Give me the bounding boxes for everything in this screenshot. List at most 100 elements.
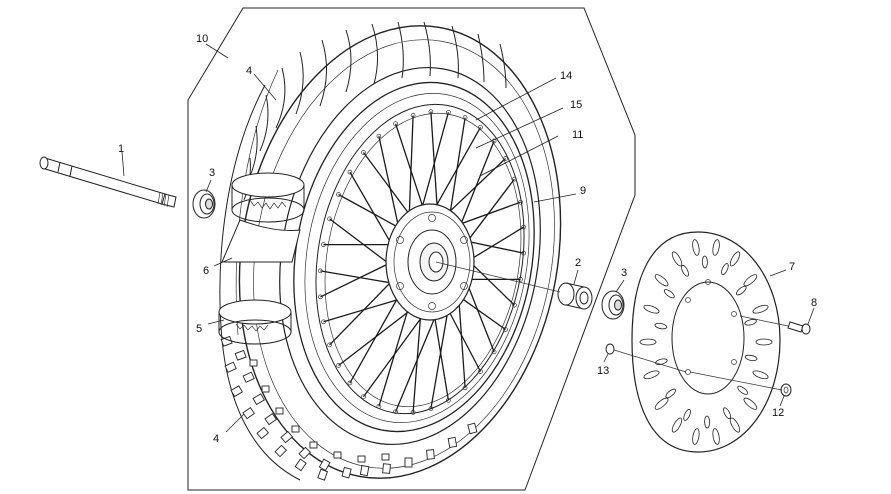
spoke-nipple bbox=[446, 109, 451, 115]
disc-slot bbox=[752, 370, 769, 380]
callout-2: 2 bbox=[575, 257, 581, 269]
spoke-nipple bbox=[318, 294, 323, 300]
disc-slot bbox=[743, 274, 758, 287]
tube-strip bbox=[221, 219, 301, 263]
disc-slot bbox=[752, 304, 769, 314]
disc-slot bbox=[729, 417, 741, 433]
callout-13: 13 bbox=[597, 365, 609, 377]
spoke-nipple bbox=[327, 216, 332, 222]
callout-14: 14 bbox=[560, 70, 572, 82]
disc-slot bbox=[744, 354, 758, 362]
bearing-right bbox=[601, 290, 625, 320]
street-tread bbox=[243, 21, 507, 201]
disc-slot bbox=[654, 397, 669, 410]
spoke-nipple bbox=[361, 394, 366, 400]
spoke-nipple bbox=[336, 192, 341, 197]
spoke-nipple bbox=[503, 327, 508, 332]
disc-slot bbox=[712, 428, 720, 445]
spoke-nipple bbox=[410, 113, 416, 118]
axle bbox=[39, 156, 177, 208]
spoke-nipple bbox=[521, 224, 526, 230]
spoke-nipple bbox=[376, 133, 382, 139]
spoke bbox=[349, 284, 406, 384]
spoke-nipple bbox=[393, 121, 398, 127]
disc-slot bbox=[663, 289, 675, 299]
spoke-nipple bbox=[347, 380, 353, 386]
spoke-nipple bbox=[428, 109, 434, 114]
disc-slot bbox=[671, 251, 683, 267]
leader-lines bbox=[121, 43, 815, 433]
disc-slot bbox=[665, 388, 676, 399]
disc-slot bbox=[683, 408, 691, 421]
spoke-nipple bbox=[503, 156, 508, 161]
spoke-nipple bbox=[446, 397, 451, 403]
spoke-nipple bbox=[512, 302, 517, 308]
disc-slot bbox=[655, 358, 668, 365]
rim-band-lower bbox=[218, 299, 292, 345]
callout-15: 15 bbox=[570, 99, 582, 111]
knobby-tread bbox=[220, 335, 478, 481]
spoke-nipple bbox=[512, 176, 517, 182]
callout-12: 12 bbox=[772, 407, 784, 419]
disc-slot bbox=[692, 428, 700, 445]
disc-slot bbox=[743, 397, 758, 410]
callout-4-lower: 4 bbox=[213, 433, 219, 445]
spoke-nipple bbox=[321, 242, 326, 247]
rim-band-upper bbox=[231, 172, 305, 223]
callout-5: 5 bbox=[196, 323, 202, 335]
callout-1: 1 bbox=[118, 143, 124, 155]
disc-nut bbox=[780, 383, 792, 397]
spoke-nipple bbox=[521, 250, 526, 256]
disc-slot bbox=[671, 417, 683, 433]
spoke-nipple bbox=[410, 410, 416, 415]
spoke-nipple bbox=[361, 150, 366, 155]
callout-9: 9 bbox=[580, 185, 586, 197]
disc-slot bbox=[723, 407, 731, 420]
spoke-nipple bbox=[321, 319, 326, 325]
spoke-nipple bbox=[428, 406, 434, 411]
spoke-nipple bbox=[462, 115, 468, 120]
callout-3-right: 3 bbox=[621, 267, 627, 279]
spoke-nipple bbox=[393, 409, 398, 415]
spoke-nipple bbox=[518, 277, 523, 282]
spoke-nipple bbox=[518, 199, 523, 205]
tyre bbox=[219, 21, 562, 481]
callout-10: 10 bbox=[196, 33, 208, 45]
disc-washer bbox=[605, 343, 615, 355]
disc-slot bbox=[692, 239, 700, 256]
spoke-nipple bbox=[327, 342, 332, 348]
brake-disc bbox=[631, 231, 781, 453]
disc-slot bbox=[701, 255, 708, 269]
callout-3-left: 3 bbox=[209, 167, 215, 179]
callout-11: 11 bbox=[572, 129, 583, 141]
disc-slot bbox=[654, 322, 668, 330]
disc-slot bbox=[744, 319, 757, 326]
disc-slot bbox=[712, 239, 720, 256]
disc-slot bbox=[681, 264, 689, 277]
spacer bbox=[557, 282, 593, 310]
spoke-nipple bbox=[376, 404, 382, 409]
spoke-nipple bbox=[318, 268, 323, 274]
disc-slot bbox=[755, 338, 773, 346]
callout-labels: 1 3 3 2 4 4 5 6 7 8 9 10 11 12 13 14 15 bbox=[118, 33, 817, 445]
callout-8: 8 bbox=[811, 297, 817, 309]
spoke-nipple bbox=[347, 169, 353, 175]
disc-slot bbox=[729, 251, 741, 267]
disc-slot bbox=[704, 415, 711, 429]
assembly-outline bbox=[187, 7, 636, 491]
disc-bolt bbox=[787, 321, 811, 335]
disc-slot bbox=[721, 263, 729, 276]
spoke-nipple bbox=[478, 369, 483, 374]
spoke-nipple bbox=[336, 363, 341, 368]
bearing-left bbox=[192, 189, 216, 219]
hub bbox=[385, 203, 475, 321]
disc-slot bbox=[736, 285, 747, 296]
disc-slot bbox=[639, 338, 657, 346]
disc-slot bbox=[643, 370, 660, 380]
callout-4-upper: 4 bbox=[246, 65, 252, 77]
spoke-nipple bbox=[491, 349, 497, 355]
disc-slot bbox=[643, 304, 660, 314]
callout-7: 7 bbox=[789, 261, 795, 273]
spoke-nipple bbox=[478, 124, 483, 130]
